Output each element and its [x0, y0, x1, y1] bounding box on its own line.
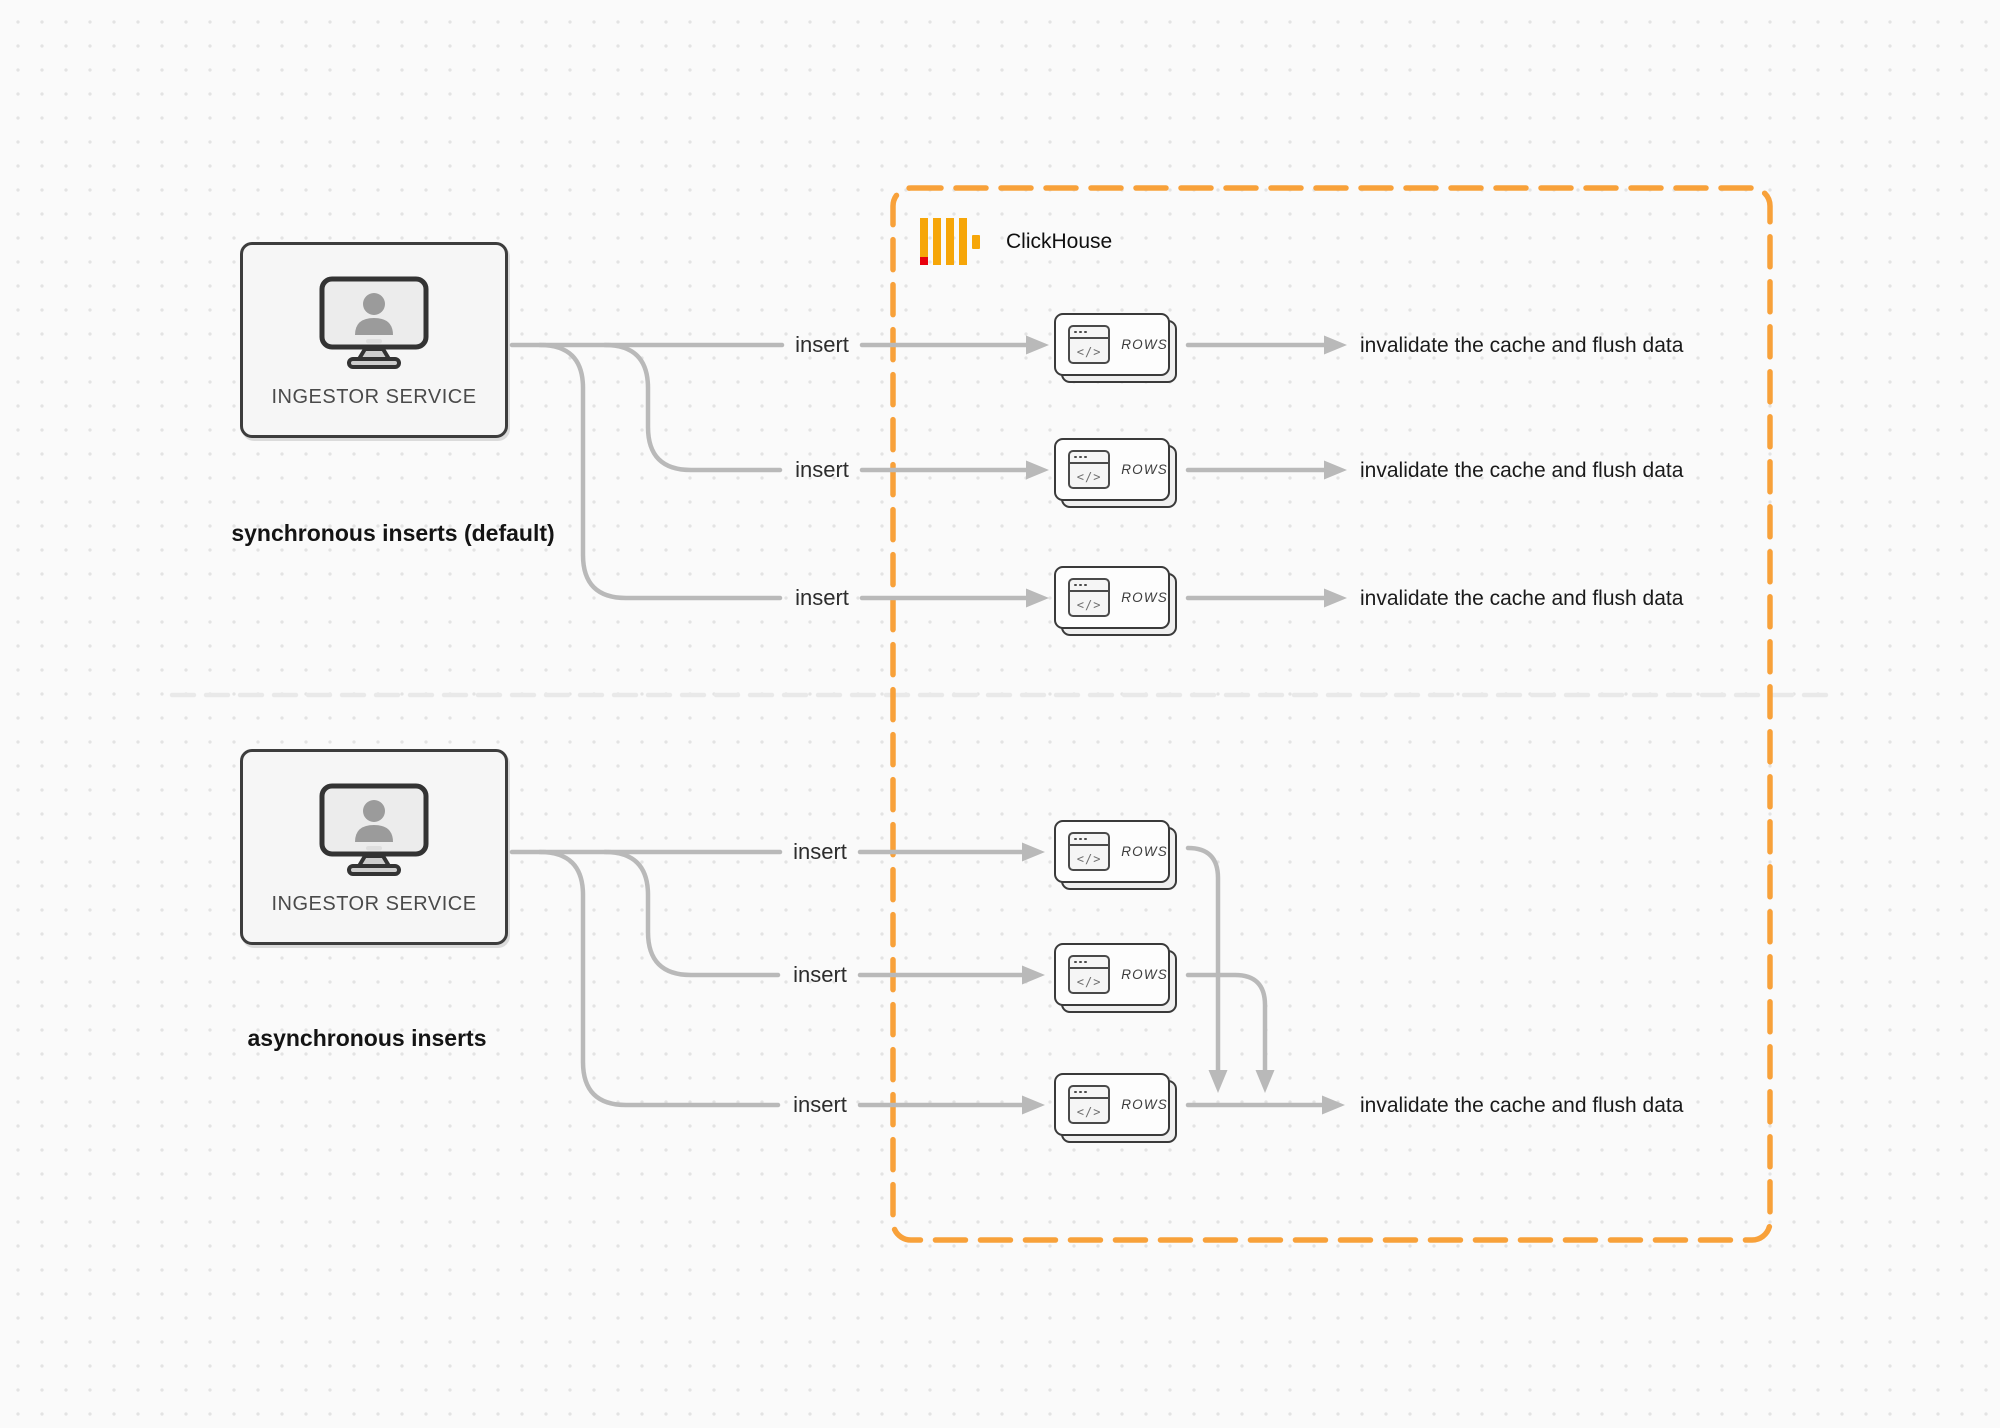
- result-label: invalidate the cache and flush data: [1360, 459, 1684, 482]
- insert-label: insert: [793, 962, 847, 987]
- rows-table-icon: </> ROWS: [1054, 820, 1184, 896]
- arrowhead-icon: [1022, 965, 1045, 985]
- sync-ingestor-service-box: INGESTOR SERVICE: [240, 242, 508, 438]
- code-glyph: </>: [1076, 851, 1102, 866]
- rows-table-icon: </> ROWS: [1054, 1073, 1184, 1149]
- sync-caption: synchronous inserts (default): [231, 520, 555, 546]
- arrowhead-icon: [1022, 1095, 1045, 1115]
- code-window-icon: </>: [1068, 578, 1111, 617]
- code-window-icon: </>: [1068, 1085, 1111, 1124]
- arrowhead-icon: [1022, 842, 1045, 862]
- rows-card-front: </> ROWS: [1054, 566, 1170, 629]
- rows-card-front: </> ROWS: [1054, 820, 1170, 883]
- clickhouse-label: ClickHouse: [1006, 230, 1113, 253]
- rows-label: ROWS: [1121, 844, 1168, 859]
- result-label: invalidate the cache and flush data: [1360, 334, 1684, 357]
- ingestor-service-label: INGESTOR SERVICE: [271, 893, 477, 915]
- code-window-icon: </>: [1068, 325, 1111, 364]
- code-window-icon: </>: [1068, 955, 1111, 994]
- rows-card-front: </> ROWS: [1054, 313, 1170, 376]
- async-caption: asynchronous inserts: [247, 1025, 487, 1051]
- rows-table-icon: </> ROWS: [1054, 438, 1184, 514]
- code-window-icon: </>: [1068, 832, 1111, 871]
- code-glyph: </>: [1076, 469, 1102, 484]
- clickhouse-logo-icon: [920, 218, 980, 265]
- rows-label: ROWS: [1121, 967, 1168, 982]
- arrowhead-icon: [1322, 1095, 1345, 1115]
- rows-table-icon: </> ROWS: [1054, 566, 1184, 642]
- insert-label: insert: [793, 839, 847, 864]
- arrowhead-icon: [1026, 588, 1049, 608]
- monitor-user-icon: [319, 783, 429, 876]
- clickhouse-logo: ClickHouse: [920, 218, 1112, 266]
- arrowhead-icon: [1026, 460, 1049, 480]
- code-glyph: </>: [1076, 974, 1102, 989]
- insert-label: insert: [795, 585, 849, 610]
- async-connectors: [509, 842, 1345, 1115]
- insert-label: insert: [795, 457, 849, 482]
- rows-table-icon: </> ROWS: [1054, 943, 1184, 1019]
- rows-card-front: </> ROWS: [1054, 943, 1170, 1006]
- rows-card-front: </> ROWS: [1054, 1073, 1170, 1136]
- arrowhead-icon: [1026, 335, 1049, 355]
- result-label: invalidate the cache and flush data: [1360, 1094, 1684, 1117]
- result-label: invalidate the cache and flush data: [1360, 587, 1684, 610]
- rows-label: ROWS: [1121, 590, 1168, 605]
- arrowhead-icon: [1324, 460, 1347, 480]
- rows-table-icon: </> ROWS: [1054, 313, 1184, 389]
- arrowhead-icon: [1324, 588, 1347, 608]
- arrowhead-icon: [1324, 335, 1347, 355]
- arrowhead-icon: [1208, 1070, 1228, 1093]
- code-glyph: </>: [1076, 597, 1102, 612]
- monitor-user-icon: [319, 276, 429, 369]
- rows-card-front: </> ROWS: [1054, 438, 1170, 501]
- code-glyph: </>: [1076, 344, 1102, 359]
- insert-label: insert: [793, 1092, 847, 1117]
- rows-label: ROWS: [1121, 1097, 1168, 1112]
- rows-label: ROWS: [1121, 462, 1168, 477]
- code-glyph: </>: [1076, 1104, 1102, 1119]
- arrowhead-icon: [1255, 1070, 1275, 1093]
- async-ingestor-service-box: INGESTOR SERVICE: [240, 749, 508, 945]
- code-window-icon: </>: [1068, 450, 1111, 489]
- ingestor-service-label: INGESTOR SERVICE: [271, 386, 477, 408]
- insert-label: insert: [795, 332, 849, 357]
- sync-connectors: [509, 335, 1347, 608]
- rows-label: ROWS: [1121, 337, 1168, 352]
